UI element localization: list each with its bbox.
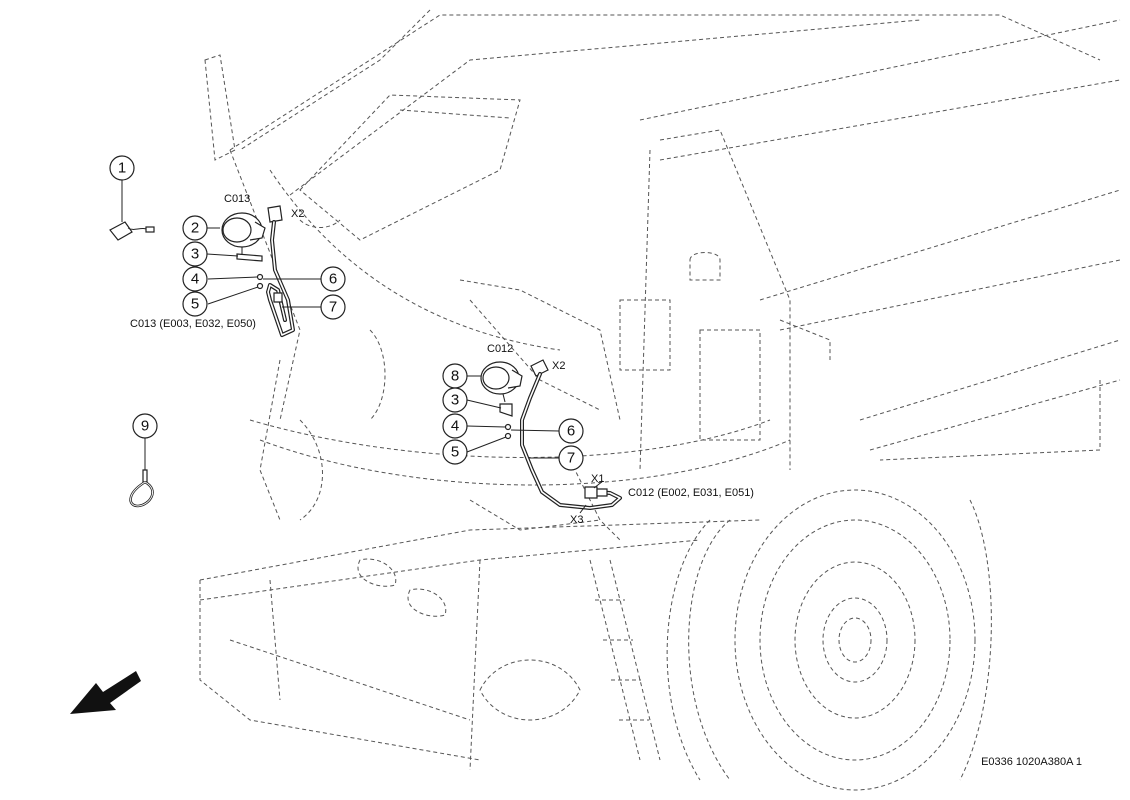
connector-label-x2-left: X2 (291, 208, 304, 220)
callout-6: 6 (320, 266, 346, 292)
callout-5-right: 5 (442, 439, 468, 465)
connector-label-x1: X1 (591, 473, 604, 485)
callout-8-right: 8 (442, 363, 468, 389)
callout-7: 7 (320, 294, 346, 320)
callout-2: 2 (182, 215, 208, 241)
work-lamp-c013 (221, 212, 266, 254)
callout-4-label: 4 (191, 271, 199, 288)
callout-5-right-label: 5 (451, 444, 459, 461)
callout-text-c013: C013 (E003, E032, E050) (130, 318, 256, 330)
callout-4-right: 4 (442, 413, 468, 439)
callout-5: 5 (182, 291, 208, 317)
callout-9: 9 (132, 413, 158, 439)
callout-1-label: 1 (118, 160, 126, 177)
lamp-label-c012: C012 (487, 343, 513, 355)
callout-6-right-label: 6 (567, 423, 575, 440)
washer-left (256, 273, 264, 281)
part-9-cable-tie (129, 438, 154, 508)
callout-6-right: 6 (558, 418, 584, 444)
callout-7-right: 7 (558, 445, 584, 471)
callout-2-label: 2 (191, 220, 199, 237)
callout-3-right-label: 3 (451, 392, 459, 409)
lamp-bracket-right (499, 403, 513, 417)
lamp-label-c013: C013 (224, 193, 250, 205)
callout-7-label: 7 (329, 299, 337, 316)
nut-right (504, 432, 512, 440)
callout-3-label: 3 (191, 246, 199, 263)
work-lamp-c012 (480, 361, 523, 403)
drawing-reference: E0336 1020A380A 1 (981, 756, 1082, 768)
callout-3-right: 3 (442, 387, 468, 413)
harness-right (520, 359, 622, 510)
washer-right (504, 423, 512, 431)
part-1-connector (109, 221, 155, 241)
callout-3: 3 (182, 241, 208, 267)
callout-4: 4 (182, 266, 208, 292)
callout-4-right-label: 4 (451, 418, 459, 435)
callout-5-label: 5 (191, 296, 199, 313)
front-arrow-icon (70, 671, 141, 714)
callout-8-right-label: 8 (451, 368, 459, 385)
callout-9-label: 9 (141, 418, 149, 435)
leader-lines (121, 180, 604, 514)
nut-left (256, 282, 264, 290)
connector-label-x2-right: X2 (552, 360, 565, 372)
connector-label-x3: X3 (570, 514, 583, 526)
callout-6-label: 6 (329, 271, 337, 288)
callout-text-c012: C012 (E002, E031, E051) (628, 487, 754, 499)
callout-1: 1 (109, 155, 135, 181)
lamp-bracket-left (236, 253, 263, 262)
machine-outline (199, 9, 1121, 791)
callout-7-right-label: 7 (567, 450, 575, 467)
harness-left (266, 205, 295, 337)
